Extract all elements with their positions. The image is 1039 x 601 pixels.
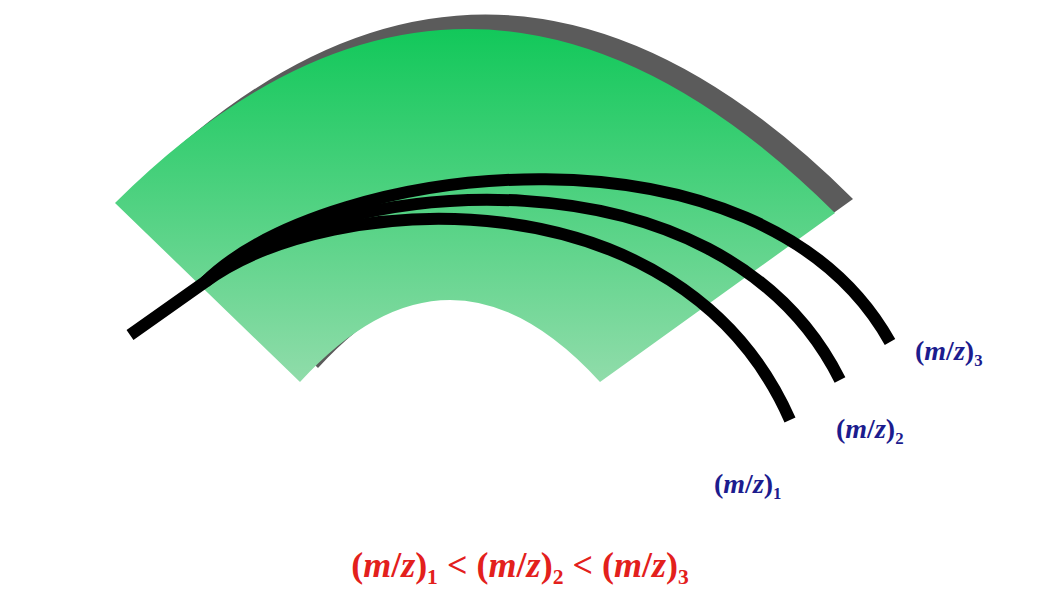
ion-path: [130, 219, 790, 420]
beam-label: (m/z)₁: [714, 469, 782, 500]
beam-label: (m/z)₂: [836, 414, 904, 445]
beam-label: (m/z)₃: [915, 336, 983, 367]
order-caption: (m/z)₁ < (m/z)₂ < (m/z)₃: [351, 546, 689, 586]
ion-path: [205, 179, 890, 342]
ion-beams: [130, 179, 890, 420]
